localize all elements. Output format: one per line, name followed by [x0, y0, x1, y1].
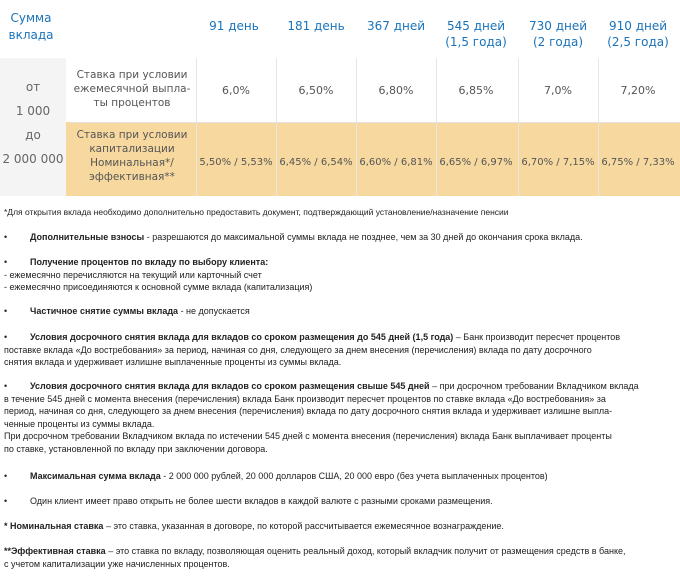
term-header-730: 730 дней (2 года)	[518, 18, 598, 50]
note-title: Частичное снятие суммы вклада	[30, 306, 179, 316]
table-row-capitalization	[66, 122, 680, 196]
amount-header-line1: Сумма	[10, 11, 52, 25]
rate-cell: 5,50% / 5,53%	[199, 157, 273, 168]
note-text: в течение 545 дней с момента внесения (п…	[4, 393, 606, 404]
term-label: 181 день	[287, 19, 345, 33]
table-header: Сумма вклада 91 день 181 день 367 дней 5…	[0, 0, 680, 58]
note-effective-rate: **Эффективная ставка – это ставка по вкл…	[4, 545, 676, 570]
term-sublabel: (2,5 года)	[607, 35, 669, 49]
rate-cell: 7,0%	[544, 84, 572, 97]
note-text: – при досрочном требовании Вкладчиком вк…	[429, 381, 639, 391]
label-line: Ставка при условии	[76, 129, 188, 141]
bullet: •	[4, 332, 8, 342]
term-header-910: 910 дней (2,5 года)	[598, 18, 678, 50]
note-nominal-rate: * Номинальная ставка – это ставка, указа…	[4, 520, 676, 533]
amount-min: 1 000	[15, 104, 51, 118]
bullet: •	[4, 232, 8, 242]
column-divider	[518, 58, 519, 196]
note-text: ченные проценты из суммы вклада.	[4, 418, 155, 429]
bullet: •	[4, 257, 8, 267]
term-header-367: 367 дней	[356, 18, 436, 34]
term-label: 367 дней	[366, 19, 426, 33]
label-line: Номинальная*/	[90, 157, 174, 169]
table-row-monthly	[70, 58, 680, 122]
note-text: снятия вклада и удерживает излишне выпла…	[4, 357, 342, 367]
note-text: - ежемесячно присоединяются к основной с…	[4, 282, 313, 292]
note-text: - 2 000 000 рублей, 20 000 долларов США,…	[160, 471, 548, 481]
column-divider	[356, 58, 357, 196]
note-title: Получение процентов по вкладу по выбору …	[30, 257, 269, 267]
amount-from-label: от	[25, 80, 41, 94]
note-deposit-limit: • Один клиент имеет право открыть не боле…	[4, 495, 676, 508]
note-title: Дополнительные взносы	[30, 232, 145, 242]
note-text: с учетом капитализации уже начисленных п…	[4, 558, 230, 569]
term-sublabel: (1,5 года)	[445, 35, 507, 49]
rate-cell: 6,85%	[458, 84, 494, 97]
note-partial-withdrawal: • Частичное снятие суммы вклада - не допу…	[4, 305, 676, 318]
term-label: 910 дней	[608, 19, 668, 33]
bullet: •	[4, 471, 8, 481]
label-line: капитализации	[89, 143, 175, 155]
amount-header-line2: вклада	[8, 28, 54, 42]
note-title: **Эффективная ставка	[4, 546, 106, 556]
term-sublabel: (2 года)	[532, 35, 584, 49]
row-label-monthly: Ставка при условии ежемесячной выпла- ты…	[72, 68, 192, 110]
amount-column-header: Сумма вклада	[0, 10, 62, 44]
term-header-181: 181 день	[276, 18, 356, 34]
pension-footnote: *Для открытия вклада необходимо дополнит…	[4, 207, 509, 217]
column-divider	[598, 58, 599, 196]
note-title: Условия досрочного снятия вклада для вкл…	[30, 332, 454, 342]
label-line: Ставка при условии	[76, 69, 188, 81]
row-label-capitalization: Ставка при условии капитализации Номинал…	[72, 128, 192, 184]
note-title: Номинальная ставка	[10, 521, 104, 531]
note-title: Условия досрочного снятия вклада для вкл…	[30, 381, 430, 391]
rates-table: от 1 000 до 2 000 000 Ставка при условии…	[0, 58, 680, 196]
amount-max: 2 000 000	[2, 152, 64, 166]
note-text: - ежемесячно перечисляются на текущий ил…	[4, 269, 262, 280]
rate-cell: 6,70% / 7,15%	[521, 157, 595, 168]
term-label: 91 день	[209, 19, 259, 33]
bullet: •	[4, 381, 8, 391]
term-label: 730 дней	[528, 19, 588, 33]
note-text: – Банк производит пересчет процентов	[453, 332, 621, 342]
footnote-marker: *	[4, 521, 11, 531]
note-text: поставке вклада «До востребования» за пе…	[4, 344, 592, 355]
note-interest-payment: • Получение процентов по вкладу по выбору…	[4, 256, 676, 294]
note-text: При досрочном требовании Вкладчиком вкла…	[4, 431, 612, 441]
rate-cell: 6,0%	[222, 84, 250, 97]
term-header-91: 91 день	[194, 18, 274, 34]
note-text: - не допускается	[178, 306, 250, 316]
rate-cell: 6,45% / 6,54%	[279, 157, 353, 168]
column-divider	[196, 58, 197, 196]
row-divider	[70, 122, 680, 123]
rate-cell: 6,60% / 6,81%	[359, 157, 433, 168]
rate-cell: 6,65% / 6,97%	[439, 157, 513, 168]
term-label: 545 дней	[446, 19, 506, 33]
rate-cell: 6,80%	[378, 84, 414, 97]
column-divider	[436, 58, 437, 196]
amount-to-label: до	[25, 128, 41, 142]
note-text: - разрешаются до максимальной суммы вкла…	[144, 232, 583, 242]
note-early-withdrawal-short: • Условия досрочного снятия вклада для вк…	[4, 331, 676, 369]
note-early-withdrawal-long: • Условия досрочного снятия вклада для вк…	[4, 380, 676, 455]
note-title: Максимальная сумма вклада	[30, 471, 161, 481]
label-line: ежемесячной выпла-	[73, 83, 191, 95]
note-text: – это ставка, указанная в договоре, по к…	[103, 521, 504, 531]
label-line: ты процентов	[93, 97, 171, 109]
rate-cell: 7,20%	[620, 84, 656, 97]
note-text: период, начиная со дня, следующего за дн…	[4, 406, 613, 416]
rate-cell: 6,75% / 7,33%	[601, 157, 675, 168]
column-divider	[276, 58, 277, 196]
amount-range-cell: от 1 000 до 2 000 000	[0, 58, 66, 196]
bullet: •	[4, 306, 8, 316]
note-max-amount: • Максимальная сумма вклада - 2 000 000 р…	[4, 470, 676, 483]
bullet: •	[4, 496, 8, 506]
term-header-545: 545 дней (1,5 года)	[436, 18, 516, 50]
label-line: эффективная**	[89, 171, 175, 183]
note-text: по ставке, установленной по вкладу при з…	[4, 443, 268, 454]
note-additional-deposits: • Дополнительные взносы - разрешаются до …	[4, 231, 676, 244]
rate-cell: 6,50%	[298, 84, 334, 97]
note-text: – это ставка по вкладу, позволяющая оцен…	[105, 546, 626, 556]
note-text: Один клиент имеет право открыть не более…	[30, 496, 493, 506]
